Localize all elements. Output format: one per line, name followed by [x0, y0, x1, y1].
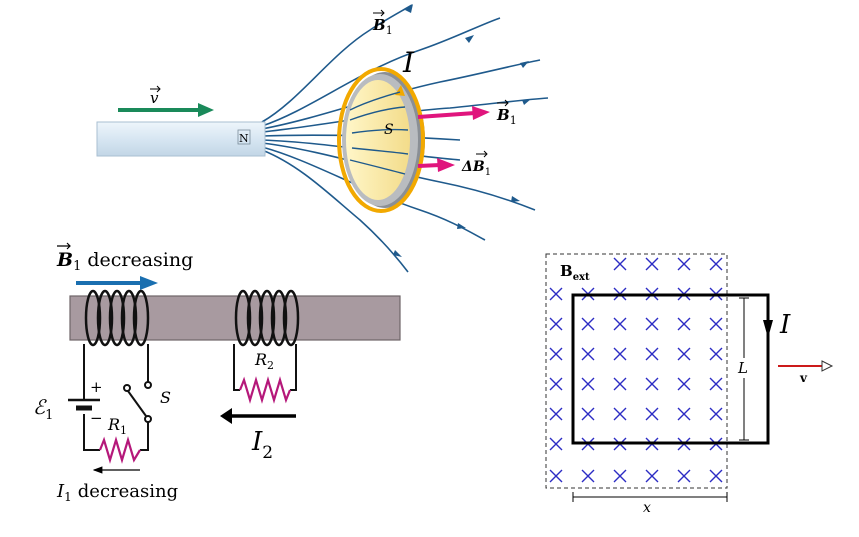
velocity-arrow [778, 360, 834, 372]
field-cross [677, 347, 691, 361]
field-cross [613, 347, 627, 361]
field-loop-panel: I Bext L x v [545, 253, 834, 516]
field-cross [645, 469, 659, 483]
resistor-r1 [98, 436, 141, 464]
emf-label: ℰ1 [33, 395, 53, 423]
field-cross [581, 407, 595, 421]
r1-label: R1 [107, 415, 127, 437]
field-cross [581, 469, 595, 483]
field-arrow-b1 [417, 106, 490, 120]
field-cross [613, 317, 627, 331]
switch-label: S [160, 388, 171, 407]
field-top-label: B1 [372, 16, 393, 37]
primary-coil [84, 289, 150, 347]
field-cross [645, 317, 659, 331]
field-cross [549, 469, 563, 483]
i2-label: I2 [251, 427, 273, 463]
field-cross [581, 377, 595, 391]
secondary-coil [234, 289, 300, 347]
delta-field-arrow [417, 158, 455, 172]
field-cross [549, 287, 563, 301]
battery-minus-sign: − [90, 409, 103, 427]
field-cross [549, 377, 563, 391]
battery-icon [68, 398, 100, 411]
bar-magnet: N [96, 121, 266, 157]
field-cross [613, 407, 627, 421]
field-cross [613, 257, 627, 271]
field-cross [549, 407, 563, 421]
delta-field-label: ΔB1 [461, 159, 491, 178]
field-cross [581, 317, 595, 331]
surface-label: S [384, 122, 394, 138]
field-cross [581, 347, 595, 361]
length-label: L [737, 359, 748, 377]
field-right-label: B1 [496, 106, 517, 127]
loop-current-label: I [779, 310, 791, 340]
loop-current-label: I [402, 46, 415, 79]
field-cross [677, 257, 691, 271]
field-cross [645, 347, 659, 361]
field-cross [645, 257, 659, 271]
velocity-label: v [799, 371, 808, 385]
field-cross [677, 469, 691, 483]
field-cross [549, 347, 563, 361]
field-ext-label: Bext [560, 262, 590, 283]
secondary-circuit [233, 344, 297, 391]
vector-arrow-icon [150, 85, 161, 93]
conducting-loop [337, 67, 425, 213]
r2-label: R2 [254, 350, 274, 372]
field-cross [645, 377, 659, 391]
field-cross [709, 377, 723, 391]
field-cross [549, 437, 563, 451]
field-cross [645, 407, 659, 421]
width-label: x [643, 500, 651, 516]
vector-arrow-icon [373, 9, 385, 17]
field-cross [677, 377, 691, 391]
vector-arrow-icon [476, 150, 488, 158]
field-cross [677, 407, 691, 421]
field-cross [709, 347, 723, 361]
battery-plus-sign: + [90, 378, 103, 396]
width-dimension [572, 492, 728, 502]
field-cross [709, 317, 723, 331]
field-region [545, 253, 728, 489]
field-cross [709, 257, 723, 271]
primary-circuit [83, 344, 149, 451]
vector-arrow-icon [497, 99, 509, 107]
field-cross [613, 377, 627, 391]
field-cross [709, 407, 723, 421]
vector-arrow-icon [57, 242, 71, 250]
velocity-arrow [118, 103, 214, 117]
field-crosses [549, 257, 723, 483]
magnet-pole-label: N [239, 132, 249, 145]
field-cross [709, 469, 723, 483]
field-cross [549, 317, 563, 331]
switch-icon [123, 381, 152, 423]
field-cross [677, 317, 691, 331]
moving-loop [571, 293, 770, 445]
field-cross [613, 469, 627, 483]
resistor-r2 [238, 376, 292, 404]
field-lines-through-loop [349, 91, 409, 175]
velocity-label: v [150, 89, 159, 107]
magnet-loop-panel: N v S I B1 [96, 4, 549, 273]
current-arrow-icon [763, 320, 773, 338]
